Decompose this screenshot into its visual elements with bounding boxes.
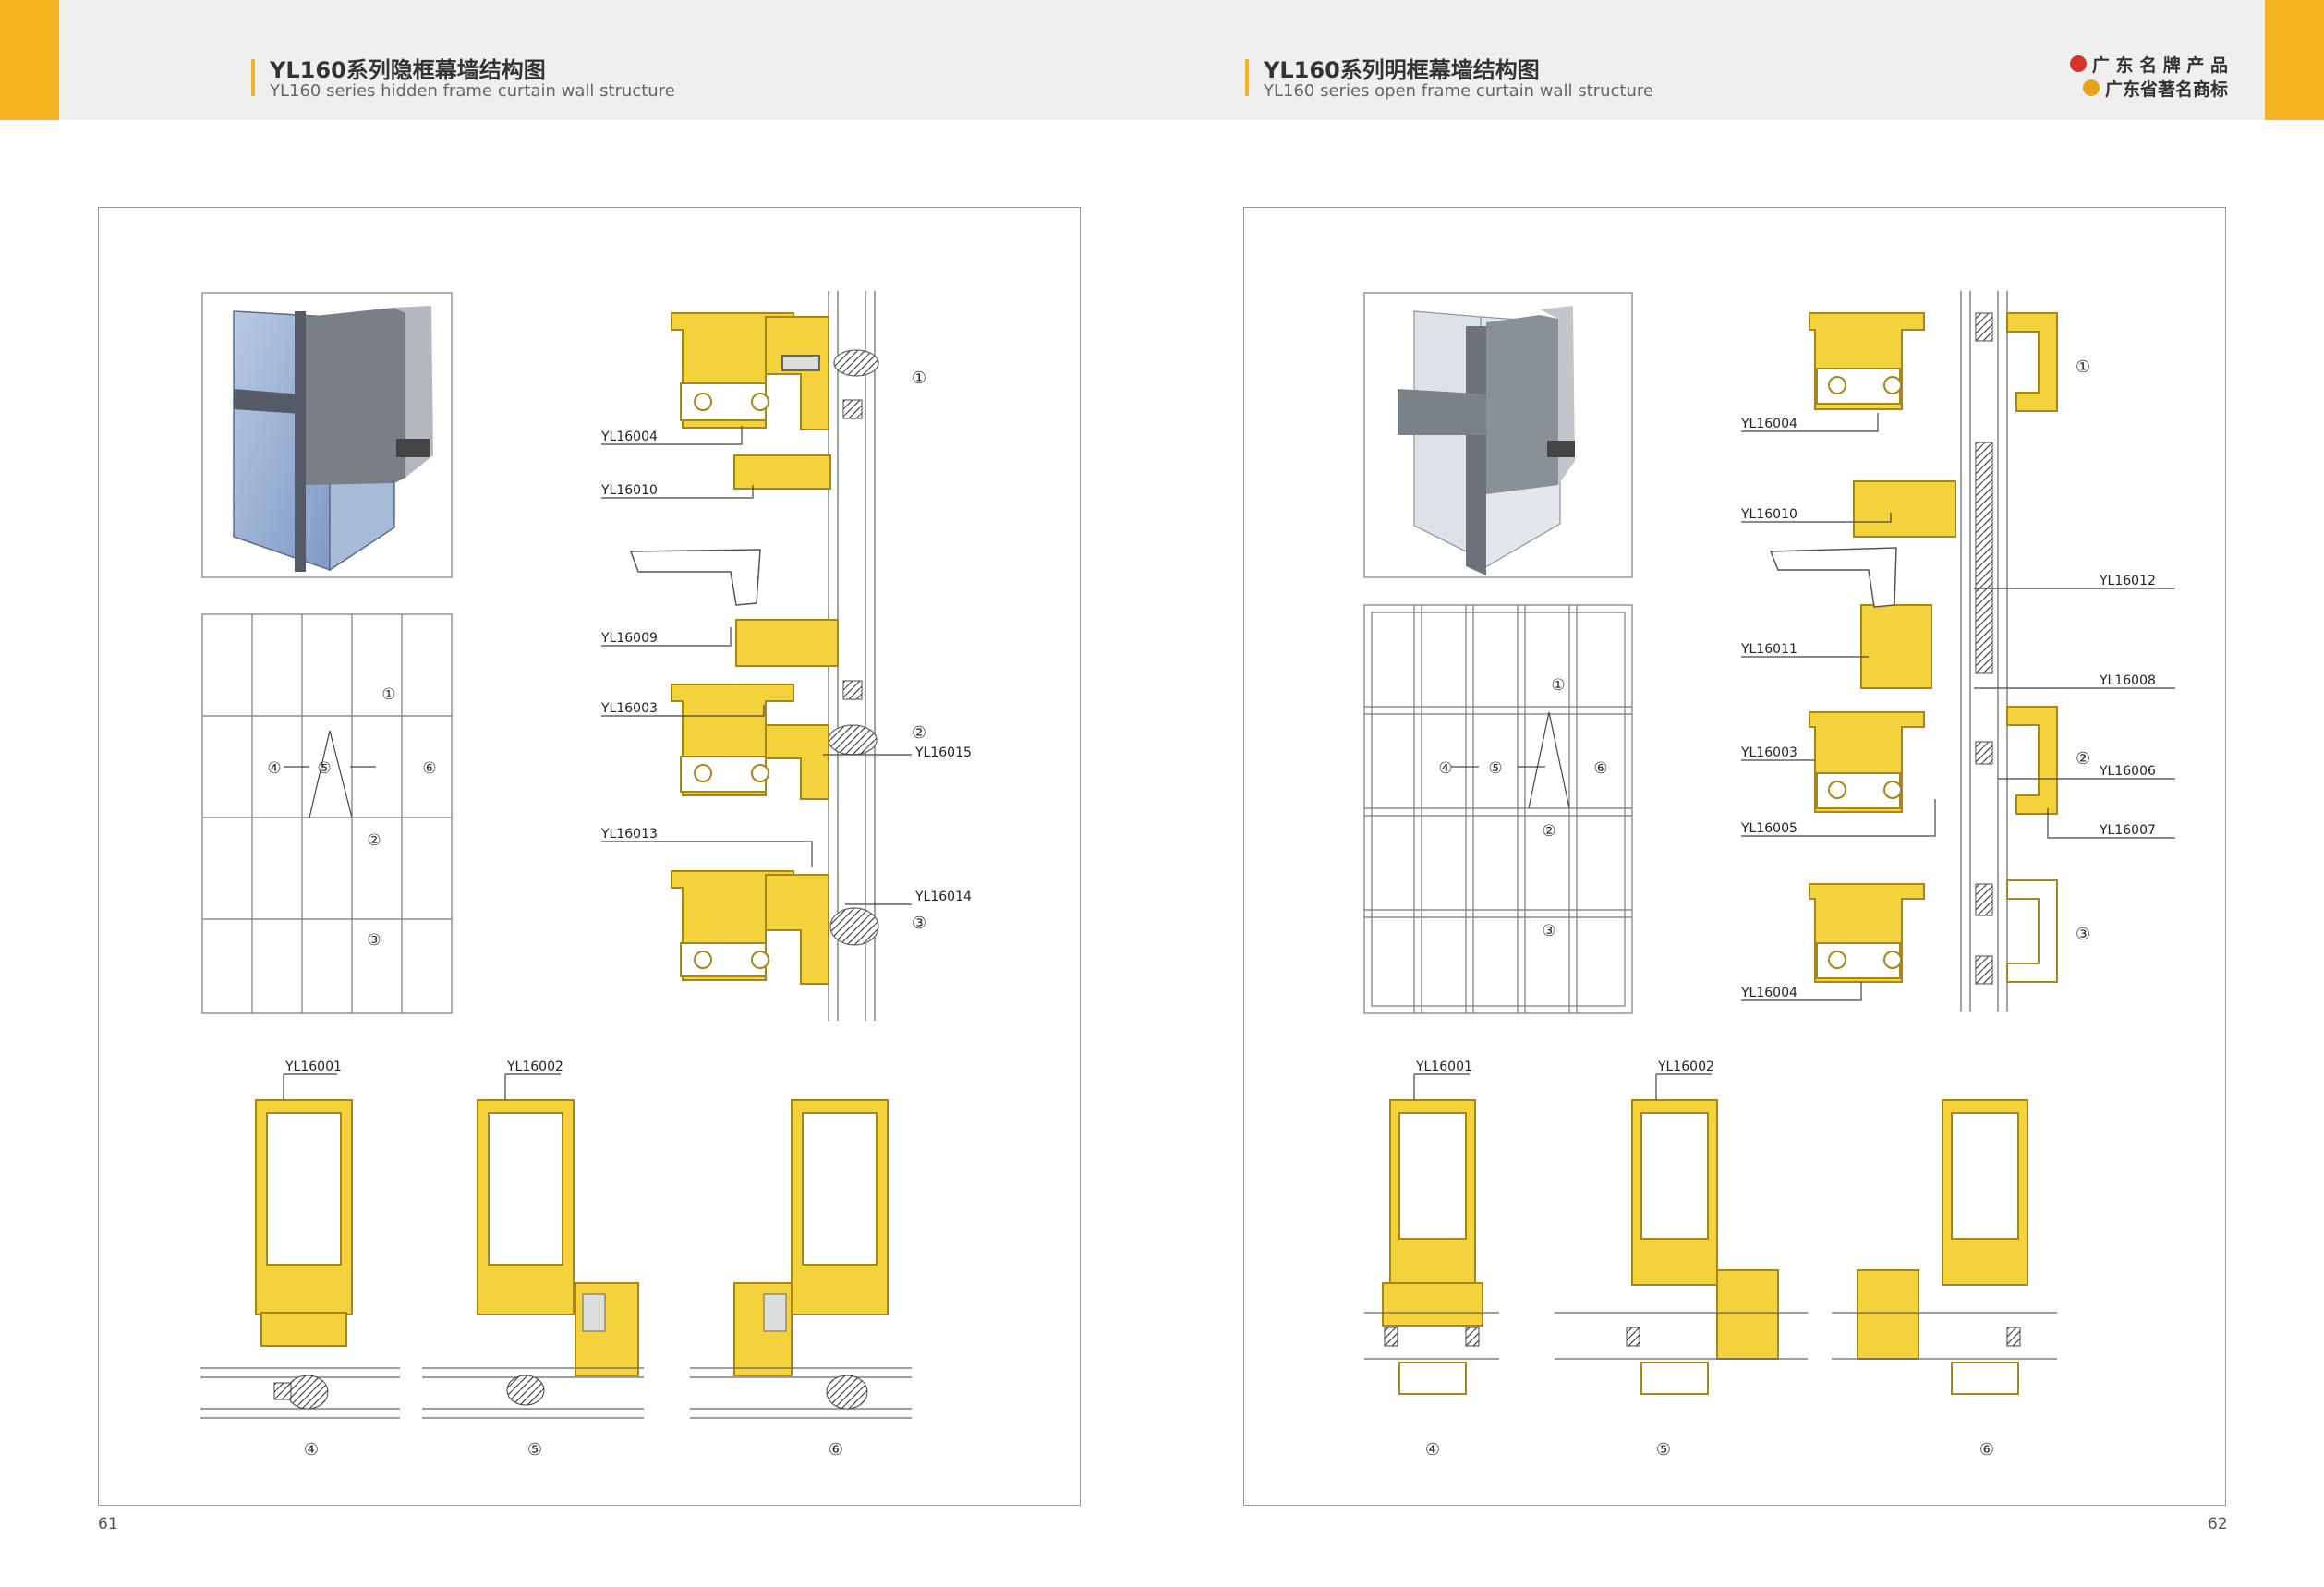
right-title-zh: YL160系列明框幕墙结构图 [1264,57,1540,83]
node-marker: ② [912,723,926,743]
right-node-2-profile [1809,604,2058,815]
part-label: YL16007 [2099,823,2156,838]
node-marker: ② [2076,749,2090,769]
section-marker: ⑤ [527,1440,542,1460]
left-title-zh: YL160系列隐框幕墙结构图 [270,57,546,83]
right-leader-lines [1741,413,2175,1001]
part-label: YL16010 [1740,507,1797,522]
mullion-section-6 [690,1099,912,1419]
elevation-marker: ⑤ [317,759,331,778]
hidden-frame-product-image [201,292,453,578]
right-page-number: 62 [2208,1515,2228,1533]
left-page-number: 61 [98,1515,118,1533]
part-label: YL16010 [600,483,658,498]
section-marker: ④ [304,1440,319,1460]
right-node-1-profile [1809,312,2058,538]
open-frame-product-image [1363,292,1633,578]
trademark-seal-icon [2082,79,2100,96]
part-label: YL16004 [1740,986,1797,1000]
part-label: YL16006 [2099,764,2156,779]
right-mullion-section-4 [1364,1099,1499,1395]
left-accent-tab [0,0,59,120]
elevation-marker: ⑥ [422,759,436,778]
elevation-marker: ② [1542,822,1555,841]
page-header: YL160系列隐框幕墙结构图 YL160 series hidden frame… [0,0,2324,120]
section-marker: ⑥ [829,1440,843,1460]
left-glass-section [828,291,879,1021]
part-label: YL16011 [1740,642,1797,657]
elevation-marker: ③ [1542,922,1555,940]
elevation-marker: ③ [367,931,381,950]
right-mullion-section-6 [1832,1099,2057,1395]
right-glass-section [1960,291,2008,1012]
part-label: YL16003 [600,701,658,716]
left-drawing: ① ④ ⑤ ⑥ ② ③ [200,291,972,1460]
part-label: YL16001 [284,1060,342,1074]
part-label: YL16005 [1740,821,1797,836]
part-label: YL16009 [600,631,658,646]
part-label: YL16004 [600,430,658,444]
part-label: YL16002 [1657,1060,1714,1074]
node-1-profile [671,312,831,490]
brand-row-2: 广东省著名商标 [2043,76,2228,100]
node-marker: ③ [912,914,926,933]
section-marker: ⑤ [1656,1440,1671,1460]
part-label: YL16014 [914,890,972,904]
part-label: YL16013 [600,827,658,842]
title-accent-bar [1245,59,1249,96]
part-label: YL16012 [2099,574,2156,588]
right-title-en: YL160 series open frame curtain wall str… [1264,81,1653,101]
brand-line-1: 广 东 名 牌 产 品 [2091,55,2228,76]
right-mullion-section-5 [1555,1099,1808,1395]
elevation-marker: ② [367,831,381,850]
elevation-marker: ⑥ [1593,759,1607,778]
left-elevation-grid [201,613,453,1014]
right-node-3-profile [1809,879,2058,983]
famous-brand-seal-icon [2069,55,2087,72]
elevation-marker: ① [1551,676,1565,695]
mullion-section-4 [200,1099,400,1419]
right-drawing: ① ④ ⑤ ⑥ ② ③ [1363,291,2175,1460]
window-handle-drawing [629,549,761,606]
node-marker: ③ [2076,925,2090,944]
elevation-marker: ④ [1438,759,1452,778]
right-drawing-frame: ① ④ ⑤ ⑥ ② ③ [1243,207,2226,1506]
brand-line-2: 广东省著名商标 [2104,79,2228,100]
section-marker: ⑥ [1979,1440,1994,1460]
window-handle-drawing [1769,547,1897,608]
right-accent-tab [2265,0,2324,120]
part-label: YL16008 [2099,673,2156,688]
left-title-en: YL160 series hidden frame curtain wall s… [270,81,675,101]
part-label: YL16003 [1740,745,1797,760]
elevation-marker: ① [381,685,395,704]
node-marker: ① [2076,357,2090,377]
section-marker: ④ [1425,1440,1440,1460]
node-3-profile [671,870,829,985]
left-drawing-frame: ① ④ ⑤ ⑥ ② ③ [98,207,1081,1506]
mullion-section-5 [422,1099,644,1419]
title-accent-bar [251,59,255,96]
elevation-marker: ④ [267,759,281,778]
node-marker: ① [912,369,926,388]
brand-row-1: 广 东 名 牌 产 品 [2043,52,2228,76]
elevation-marker: ⑤ [1488,759,1502,778]
part-label: YL16015 [914,745,972,760]
part-label: YL16004 [1740,417,1797,431]
part-label: YL16001 [1415,1060,1472,1074]
left-leader-lines [601,426,912,905]
part-label: YL16002 [506,1060,563,1074]
right-elevation-grid [1363,604,1633,1014]
node-2-profile [671,619,839,800]
brand-badges: 广 东 名 牌 产 品 广东省著名商标 [2043,52,2228,100]
